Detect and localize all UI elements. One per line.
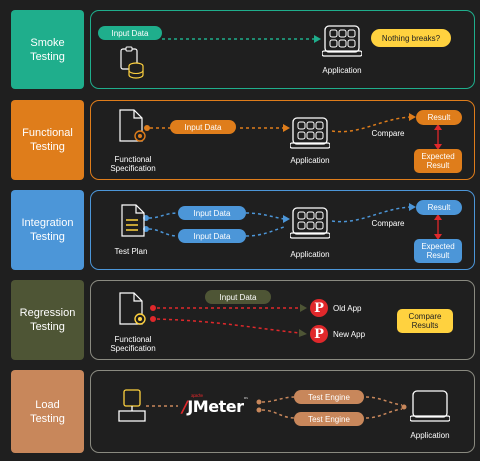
input-data-pill-2: Input Data <box>178 229 246 243</box>
new-app-label: New App <box>333 330 366 339</box>
server-icon <box>118 389 146 422</box>
load-testing-panel <box>90 370 475 453</box>
test-plan-label: Test Plan <box>114 247 148 256</box>
functional-specification-label: Functional Specification <box>110 155 156 173</box>
application-label: Application <box>410 431 450 440</box>
test-engine-pill-2: Test Engine <box>294 412 364 426</box>
nothing-breaks-badge: Nothing breaks? <box>371 29 451 47</box>
application-icon <box>410 390 450 422</box>
application-icon <box>290 207 330 239</box>
integration-testing-row: Integration Testing Test Plan Input Data… <box>0 185 480 275</box>
input-data-pill-1: Input Data <box>178 206 246 220</box>
expected-result-badge: Expected Result <box>414 239 462 263</box>
document-lines-icon <box>121 204 145 237</box>
integration-testing-label: Integration Testing <box>11 190 84 270</box>
input-data-pill: Input Data <box>170 120 236 134</box>
compare-label: Compare <box>371 129 405 138</box>
old-app-pinterest-logo: P <box>310 299 328 317</box>
application-icon <box>290 117 330 149</box>
functional-testing-panel <box>90 100 475 180</box>
functional-specification-label: Functional Specification <box>110 335 156 353</box>
integration-testing-panel <box>90 190 475 270</box>
application-label: Application <box>290 250 330 259</box>
load-testing-label: Load Testing <box>11 370 84 453</box>
clipboard-icon <box>120 46 138 70</box>
smoke-testing-label: Smoke Testing <box>11 10 84 89</box>
test-engine-pill-1: Test Engine <box>294 390 364 404</box>
document-gear-icon <box>119 292 146 325</box>
application-label: Application <box>290 156 330 165</box>
jmeter-logo: apache/JMeter™ <box>182 393 248 416</box>
application-icon <box>322 25 362 57</box>
old-app-label: Old App <box>333 304 362 313</box>
functional-testing-row: Functional Testing Functional Specificat… <box>0 95 480 185</box>
regression-testing-panel <box>90 280 475 360</box>
smoke-testing-panel <box>90 10 475 89</box>
compare-label: Compare <box>371 219 405 228</box>
smoke-testing-row: Smoke Testing Input Data Application Not… <box>0 0 480 95</box>
compare-results-badge: Compare Results <box>397 309 453 333</box>
regression-testing-label: Regression Testing <box>11 280 84 360</box>
database-icon <box>128 62 144 79</box>
input-data-pill: Input Data <box>205 290 271 304</box>
new-app-pinterest-logo: P <box>310 325 328 343</box>
document-gear-icon <box>119 109 146 142</box>
result-badge: Result <box>416 110 462 125</box>
load-testing-row: Load Testing apache/JMeter™ Test Engine … <box>0 365 480 461</box>
expected-result-badge: Expected Result <box>414 149 462 173</box>
regression-testing-row: Regression Testing Functional Specificat… <box>0 275 480 365</box>
result-badge: Result <box>416 200 462 215</box>
functional-testing-label: Functional Testing <box>11 100 84 180</box>
application-label: Application <box>322 66 362 75</box>
input-data-pill: Input Data <box>98 26 162 40</box>
